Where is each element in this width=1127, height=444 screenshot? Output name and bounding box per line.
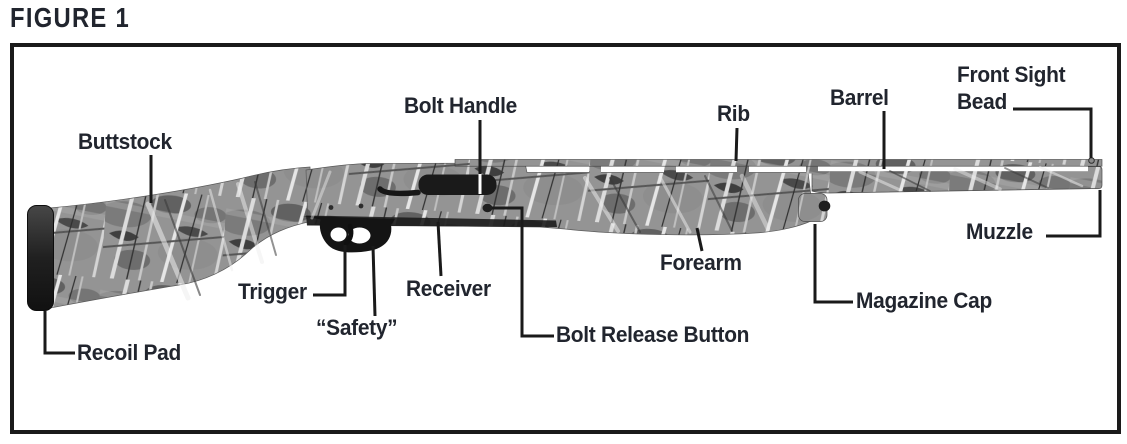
label-front-sight-bead: Front Sight Bead xyxy=(957,62,1066,115)
label-bolt-handle: Bolt Handle xyxy=(404,93,517,118)
label-safety: “Safety” xyxy=(316,315,398,340)
label-recoil-pad: Recoil Pad xyxy=(77,340,182,365)
label-barrel: Barrel xyxy=(830,85,889,110)
figure-title: FIGURE 1 xyxy=(10,2,130,33)
label-muzzle: Muzzle xyxy=(966,219,1033,244)
label-rib: Rib xyxy=(717,101,750,126)
label-receiver: Receiver xyxy=(406,276,491,301)
label-trigger: Trigger xyxy=(238,279,307,304)
label-buttstock: Buttstock xyxy=(78,129,172,154)
label-bolt-release-button: Bolt Release Button xyxy=(556,322,750,347)
diagram-border-box xyxy=(10,43,1121,434)
label-magazine-cap: Magazine Cap xyxy=(856,288,992,313)
label-forearm: Forearm xyxy=(660,250,742,275)
